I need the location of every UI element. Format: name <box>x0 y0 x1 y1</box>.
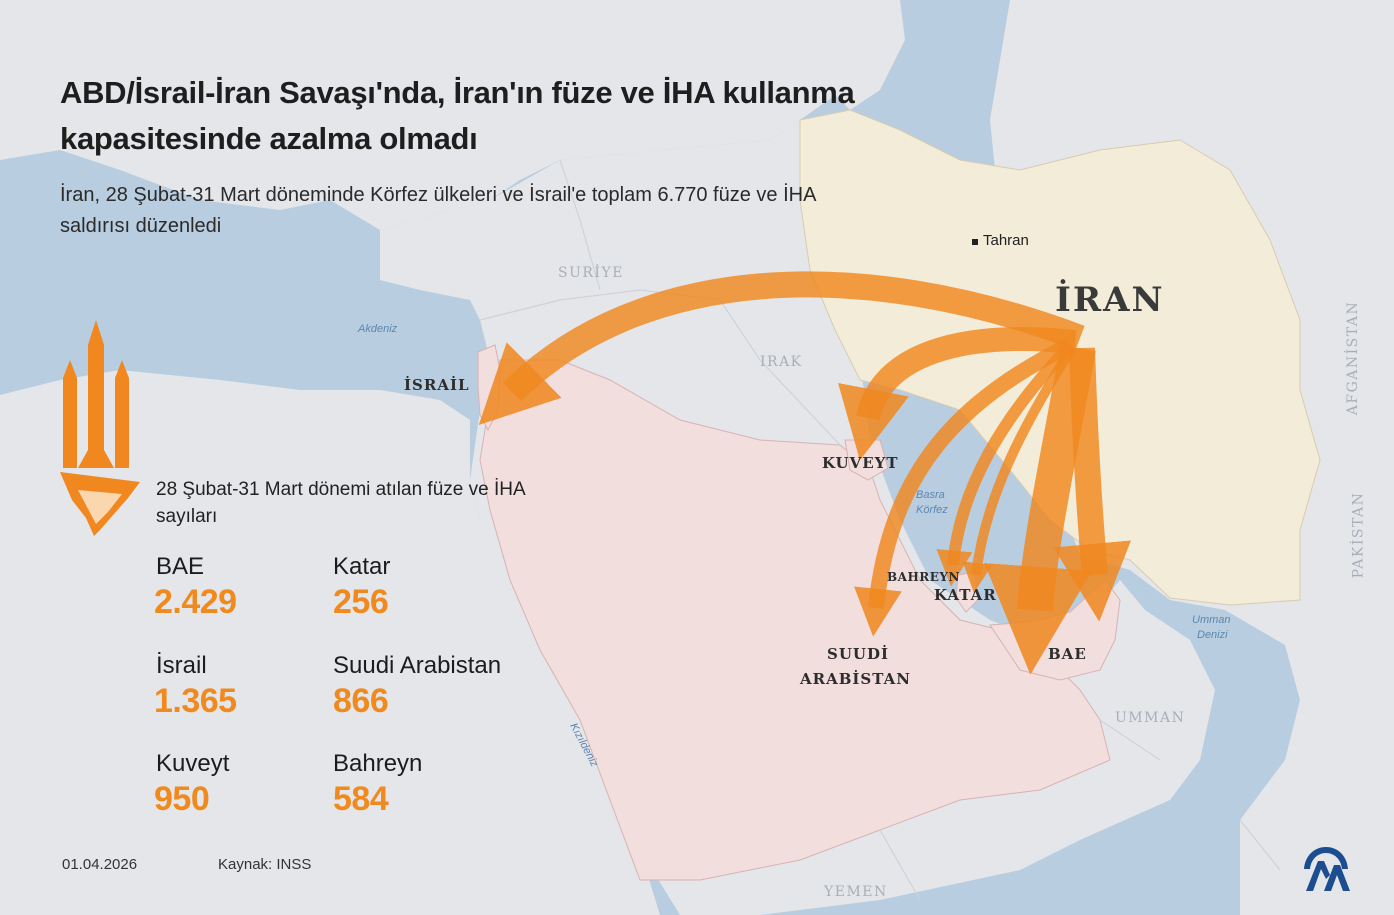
page-title: ABD/İsrail-İran Savaşı'nda, İran'ın füze… <box>60 75 855 156</box>
stat-name-bahreyn: Bahreyn <box>333 750 423 777</box>
label-katar: KATAR <box>934 586 997 604</box>
label-basra-1: Basra <box>916 489 945 501</box>
land-cyprus <box>400 238 470 262</box>
label-umman-1: Umman <box>1192 614 1231 626</box>
arrow-to-saudi <box>854 337 1074 637</box>
label-irak: IRAK <box>760 354 803 370</box>
label-bahreyn: BAHREYN <box>887 570 960 584</box>
drone-icon <box>60 472 140 536</box>
city-dot-tahran <box>972 239 978 245</box>
label-suudi-line1: SUUDİ <box>827 645 890 663</box>
stat-value-bahreyn: 584 <box>333 780 389 818</box>
land-egypt <box>0 370 660 915</box>
footer-source: Kaynak: INSS <box>218 856 312 873</box>
label-suriye: SURİYE <box>558 265 624 281</box>
border-lines <box>479 159 1281 901</box>
label-israil: İSRAİL <box>404 376 470 394</box>
legend-title: 28 Şubat-31 Mart dönemi atılan füze ve İ… <box>156 479 525 527</box>
arrow-to-kuwait <box>838 327 1077 461</box>
label-iran: İRAN <box>1055 280 1165 320</box>
stat-value-bae: 2.429 <box>154 583 237 621</box>
label-pakistan: PAKİSTAN <box>1350 491 1367 579</box>
label-yemen: YEMEN <box>824 884 888 900</box>
label-afganistan: AFGANİSTAN <box>1345 300 1362 416</box>
footer-date: 01.04.2026 <box>62 856 138 873</box>
arrow-to-bahrain <box>936 343 1073 587</box>
land-caucasus <box>830 0 905 110</box>
stat-name-israil: İsrail <box>156 652 207 679</box>
arrow-to-qatar <box>962 345 1077 593</box>
attack-arrows <box>478 271 1132 675</box>
label-kuveyt: KUVEYT <box>822 454 899 472</box>
arrow-to-israel <box>478 271 1085 425</box>
saudi-shape <box>479 359 1111 881</box>
stat-value-israil: 1.365 <box>154 682 237 720</box>
stat-value-suudi-arabistan: 866 <box>333 682 389 720</box>
stat-name-bae: BAE <box>156 553 205 580</box>
page-subtitle: İran, 28 Şubat-31 Mart döneminde Körfez … <box>60 184 816 237</box>
label-basra-2: Körfez <box>916 504 948 516</box>
stat-name-kuveyt: Kuveyt <box>156 750 230 777</box>
label-suudi-line2: ARABİSTAN <box>800 670 911 688</box>
label-umman: UMMAN <box>1115 710 1186 726</box>
missile-icon <box>63 320 129 468</box>
stat-value-kuveyt: 950 <box>154 780 210 818</box>
label-akdeniz: Akdeniz <box>358 323 398 335</box>
label-umman-2: Denizi <box>1197 629 1228 641</box>
arrow-to-uae-east <box>1053 347 1132 622</box>
label-tahran: Tahran <box>983 232 1029 249</box>
land-anatolia <box>0 0 900 230</box>
stat-value-katar: 256 <box>333 583 389 621</box>
stat-name-katar: Katar <box>333 553 391 580</box>
stat-name-suudi-arabistan: Suudi Arabistan <box>333 652 502 679</box>
label-bae: BAE <box>1048 645 1087 663</box>
aa-logo <box>1304 847 1350 891</box>
